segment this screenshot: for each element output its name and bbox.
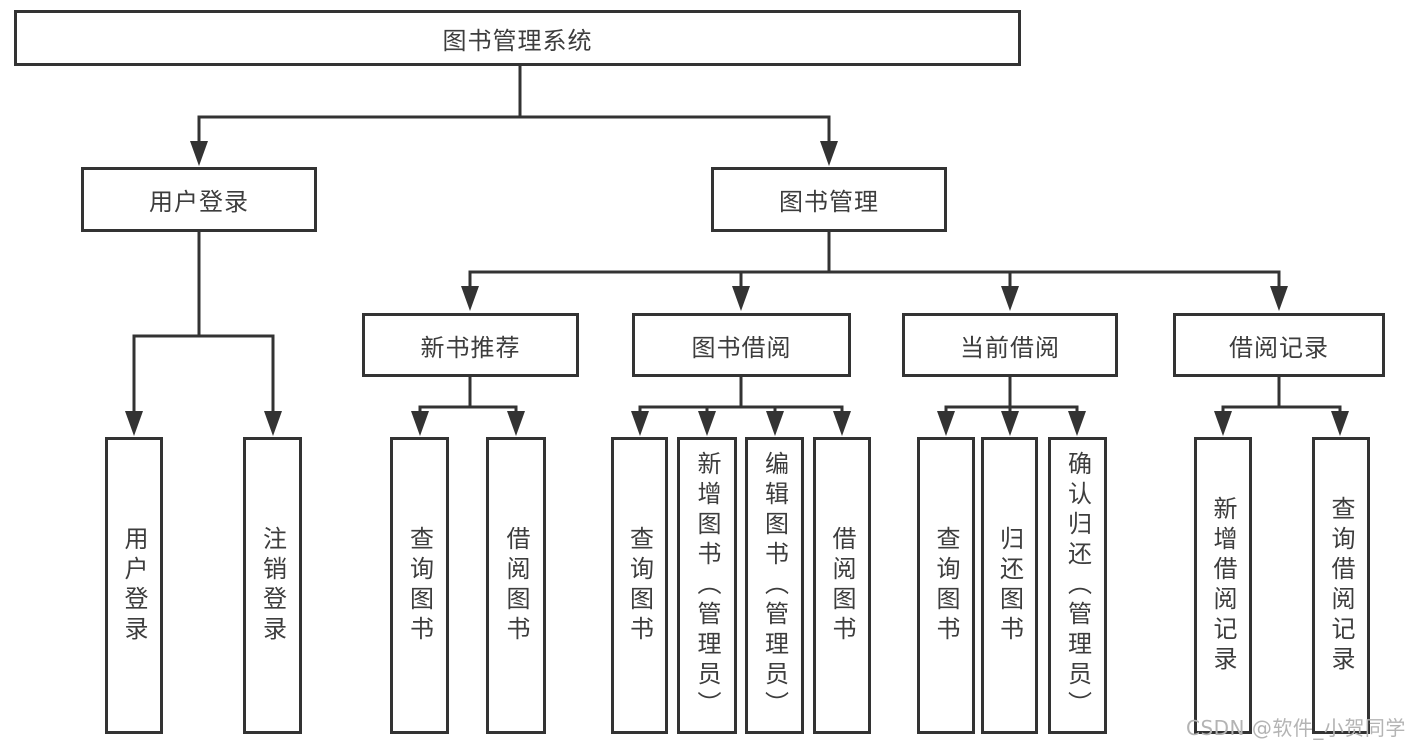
node-borrow-records: 借阅记录 <box>1173 313 1385 377</box>
node-user-login: 用户登录 <box>81 167 317 232</box>
arrowhead <box>631 411 649 436</box>
arrowhead <box>1001 411 1019 436</box>
arrowheads <box>125 141 1349 436</box>
node-label: 查询图书 <box>625 525 654 646</box>
edge-newbooks-to-leaves <box>418 375 518 416</box>
arrowhead <box>833 411 851 436</box>
leaf-confirm-return-admin: 确认归还（管理员） <box>1048 437 1107 734</box>
arrowhead <box>698 411 716 436</box>
node-label: 注销登录 <box>258 525 287 646</box>
leaf-add-borrow-record: 新增借阅记录 <box>1194 437 1252 734</box>
leaf-borrow-search-books: 查询图书 <box>611 437 668 734</box>
leaf-recommend-borrow-books: 借阅图书 <box>486 437 546 734</box>
node-label: 图书借阅 <box>691 333 792 362</box>
node-label: 借阅记录 <box>1229 333 1329 362</box>
arrowhead <box>125 411 143 436</box>
arrowhead <box>766 411 784 436</box>
node-label: 编辑图书（管理员） <box>760 450 789 721</box>
arrowhead <box>507 411 525 436</box>
node-label: 图书管理系统 <box>442 26 593 55</box>
arrowhead <box>1068 411 1086 436</box>
leaf-add-books-admin: 新增图书（管理员） <box>677 437 737 734</box>
arrowhead <box>1001 286 1019 311</box>
node-label: 新书推荐 <box>420 333 521 362</box>
node-label: 新增图书（管理员） <box>693 450 721 721</box>
arrowhead <box>190 141 208 166</box>
arrowhead <box>411 411 429 436</box>
node-label: 用户登录 <box>149 188 249 216</box>
node-label: 新增借阅记录 <box>1209 495 1237 676</box>
arrowhead <box>820 141 838 166</box>
node-label: 借阅图书 <box>502 525 530 646</box>
node-label: 借阅图书 <box>828 525 856 646</box>
leaf-logout: 注销登录 <box>243 437 302 734</box>
edge-userlogin-to-leaves <box>132 229 275 416</box>
arrowhead <box>1331 411 1349 436</box>
node-label: 归还图书 <box>995 525 1024 646</box>
leaf-search-borrow-record: 查询借阅记录 <box>1312 437 1370 734</box>
arrowhead <box>937 411 955 436</box>
node-label: 当前借阅 <box>960 333 1060 362</box>
node-label: 图书管理 <box>779 188 879 216</box>
node-library-system: 图书管理系统 <box>14 10 1021 66</box>
node-book-management: 图书管理 <box>711 167 947 232</box>
node-label: 查询图书 <box>405 525 434 646</box>
arrowhead <box>1270 286 1288 311</box>
edge-currentborrow-to-leaves <box>944 375 1079 416</box>
leaf-edit-books-admin: 编辑图书（管理员） <box>745 437 804 734</box>
node-current-borrow: 当前借阅 <box>902 313 1118 377</box>
arrowhead <box>264 411 282 436</box>
node-label: 确认归还（管理员） <box>1063 450 1092 721</box>
leaf-current-search-books: 查询图书 <box>917 437 975 734</box>
arrowhead <box>732 286 750 311</box>
edge-bookmgmt-to-level3 <box>468 229 1281 291</box>
leaf-return-books: 归还图书 <box>981 437 1038 734</box>
node-label: 用户登录 <box>120 525 148 646</box>
node-label: 查询借阅记录 <box>1327 495 1355 676</box>
leaf-recommend-search-books: 查询图书 <box>390 437 449 734</box>
arrowhead <box>461 286 479 311</box>
edge-root-to-level2 <box>197 64 831 146</box>
watermark: CSDN @软件_小贺同学 <box>1186 716 1405 740</box>
leaf-borrow-books: 借阅图书 <box>813 437 871 734</box>
edge-borrowrecords-to-leaves <box>1221 375 1342 416</box>
node-new-book-recommend: 新书推荐 <box>362 313 579 377</box>
tree-edges <box>132 64 1342 416</box>
node-label: 查询图书 <box>932 525 960 646</box>
arrowhead <box>1214 411 1232 436</box>
leaf-user-login: 用户登录 <box>105 437 163 734</box>
node-book-borrow: 图书借阅 <box>632 313 851 377</box>
edge-bookborrow-to-leaves <box>638 375 844 416</box>
